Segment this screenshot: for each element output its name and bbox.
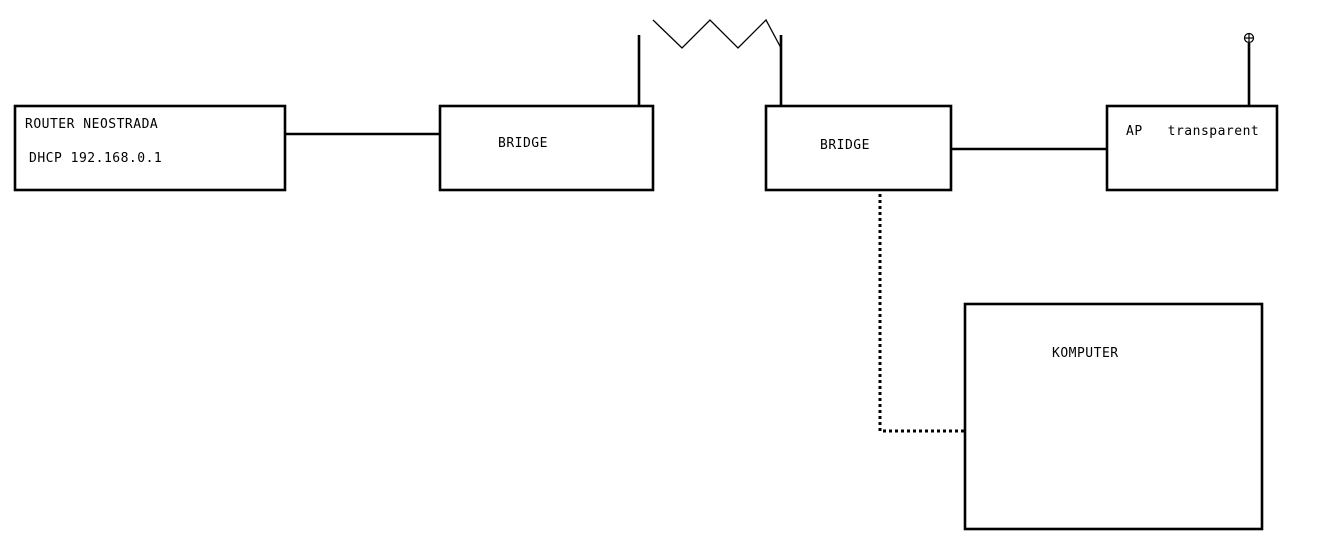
computer-box (963, 302, 1264, 531)
bridge-right-label: BRIDGE (820, 138, 870, 153)
router-node: ROUTER NEOSTRADA DHCP 192.168.0.1 (13, 104, 287, 192)
bridge-left-box (438, 104, 655, 192)
computer-node: KOMPUTER (963, 302, 1264, 531)
bridge-computer-cable (878, 194, 965, 433)
computer-label: KOMPUTER (1052, 346, 1119, 361)
access-point-box (1105, 104, 1279, 192)
bridge-right-node: BRIDGE (764, 35, 953, 192)
router-name-label: ROUTER NEOSTRADA (25, 117, 158, 132)
bridge-left-label: BRIDGE (498, 136, 548, 151)
access-point-node: AP transparent (1105, 32, 1279, 192)
wireless-link-zigzag-icon (652, 18, 782, 49)
antenna-icon (1243, 32, 1255, 44)
bridge-left-node: BRIDGE (438, 35, 655, 192)
router-box (13, 104, 287, 192)
router-dhcp-label: DHCP 192.168.0.1 (29, 151, 162, 166)
access-point-label: AP transparent (1126, 124, 1259, 139)
